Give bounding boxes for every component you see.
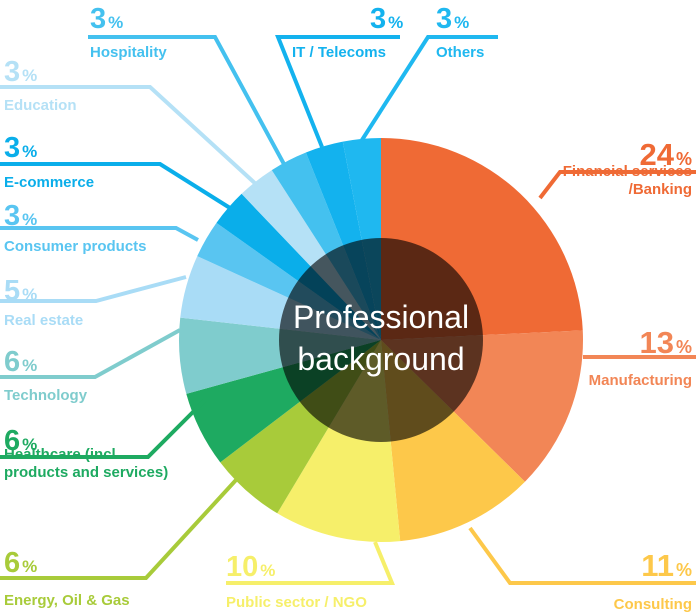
- leader-line-others: [360, 35, 498, 142]
- leader-line-e-commerce: [0, 162, 232, 210]
- value-label-technology: 6%: [4, 346, 37, 378]
- leader-line-hospitality: [88, 35, 287, 167]
- category-label-hospitality: Hospitality: [90, 44, 167, 61]
- category-label-e-commerce: E-commerce: [4, 174, 94, 191]
- category-label-it-telecoms: IT / Telecoms: [292, 44, 386, 61]
- value-label-e-commerce: 3%: [4, 132, 37, 164]
- value-label-energy-oil-gas: 6%: [4, 547, 37, 579]
- category-label-healthcare-incl-products-and-services-line-1: Healthcare (incl.: [4, 446, 120, 463]
- category-label-consumer-products: Consumer products: [4, 238, 147, 255]
- center-label-line-1: Professional: [293, 299, 469, 335]
- category-label-education: Education: [4, 97, 77, 114]
- category-label-real-estate: Real estate: [4, 312, 83, 329]
- value-label-real-estate: 5%: [4, 275, 37, 307]
- category-label-financial-services-banking-line-2: /Banking: [629, 181, 692, 198]
- value-label-healthcare-incl-products-and-services: 6%: [4, 425, 37, 457]
- leader-line-financial-services-banking: [538, 170, 696, 200]
- leader-line-healthcare-incl-products-and-services: [0, 398, 207, 459]
- center-label-line-2: background: [297, 341, 464, 377]
- value-label-public-sector-ngo: 10%: [226, 551, 275, 583]
- category-label-consulting: Consulting: [614, 596, 692, 613]
- value-label-hospitality: 3%: [90, 3, 123, 35]
- center-hole: [279, 238, 483, 442]
- leader-line-it-telecoms: [275, 35, 400, 148]
- category-label-others: Others: [436, 44, 484, 61]
- leader-line-education: [0, 85, 260, 188]
- category-label-public-sector-ngo: Public sector / NGO: [226, 594, 367, 611]
- leader-line-technology: [0, 328, 181, 379]
- value-label-financial-services-banking: 24%: [640, 137, 693, 172]
- leader-line-public-sector-ngo: [226, 541, 395, 585]
- value-label-manufacturing: 13%: [640, 325, 693, 360]
- leader-line-energy-oil-gas: [0, 478, 238, 580]
- category-label-technology: Technology: [4, 387, 88, 404]
- value-label-consumer-products: 3%: [4, 200, 37, 232]
- category-label-financial-services-banking-line-1: Financial services: [563, 163, 692, 180]
- category-label-healthcare-incl-products-and-services-line-2: products and services): [4, 464, 168, 481]
- value-label-it-telecoms: 3%: [370, 3, 403, 35]
- value-label-consulting: 11%: [641, 548, 692, 583]
- leader-line-real-estate: [0, 275, 187, 303]
- leader-line-consulting: [468, 526, 696, 585]
- value-label-others: 3%: [436, 3, 469, 35]
- category-label-energy-oil-gas: Energy, Oil & Gas: [4, 592, 130, 609]
- leader-line-consumer-products: [0, 226, 199, 242]
- value-label-education: 3%: [4, 56, 37, 88]
- category-label-manufacturing: Manufacturing: [589, 372, 692, 389]
